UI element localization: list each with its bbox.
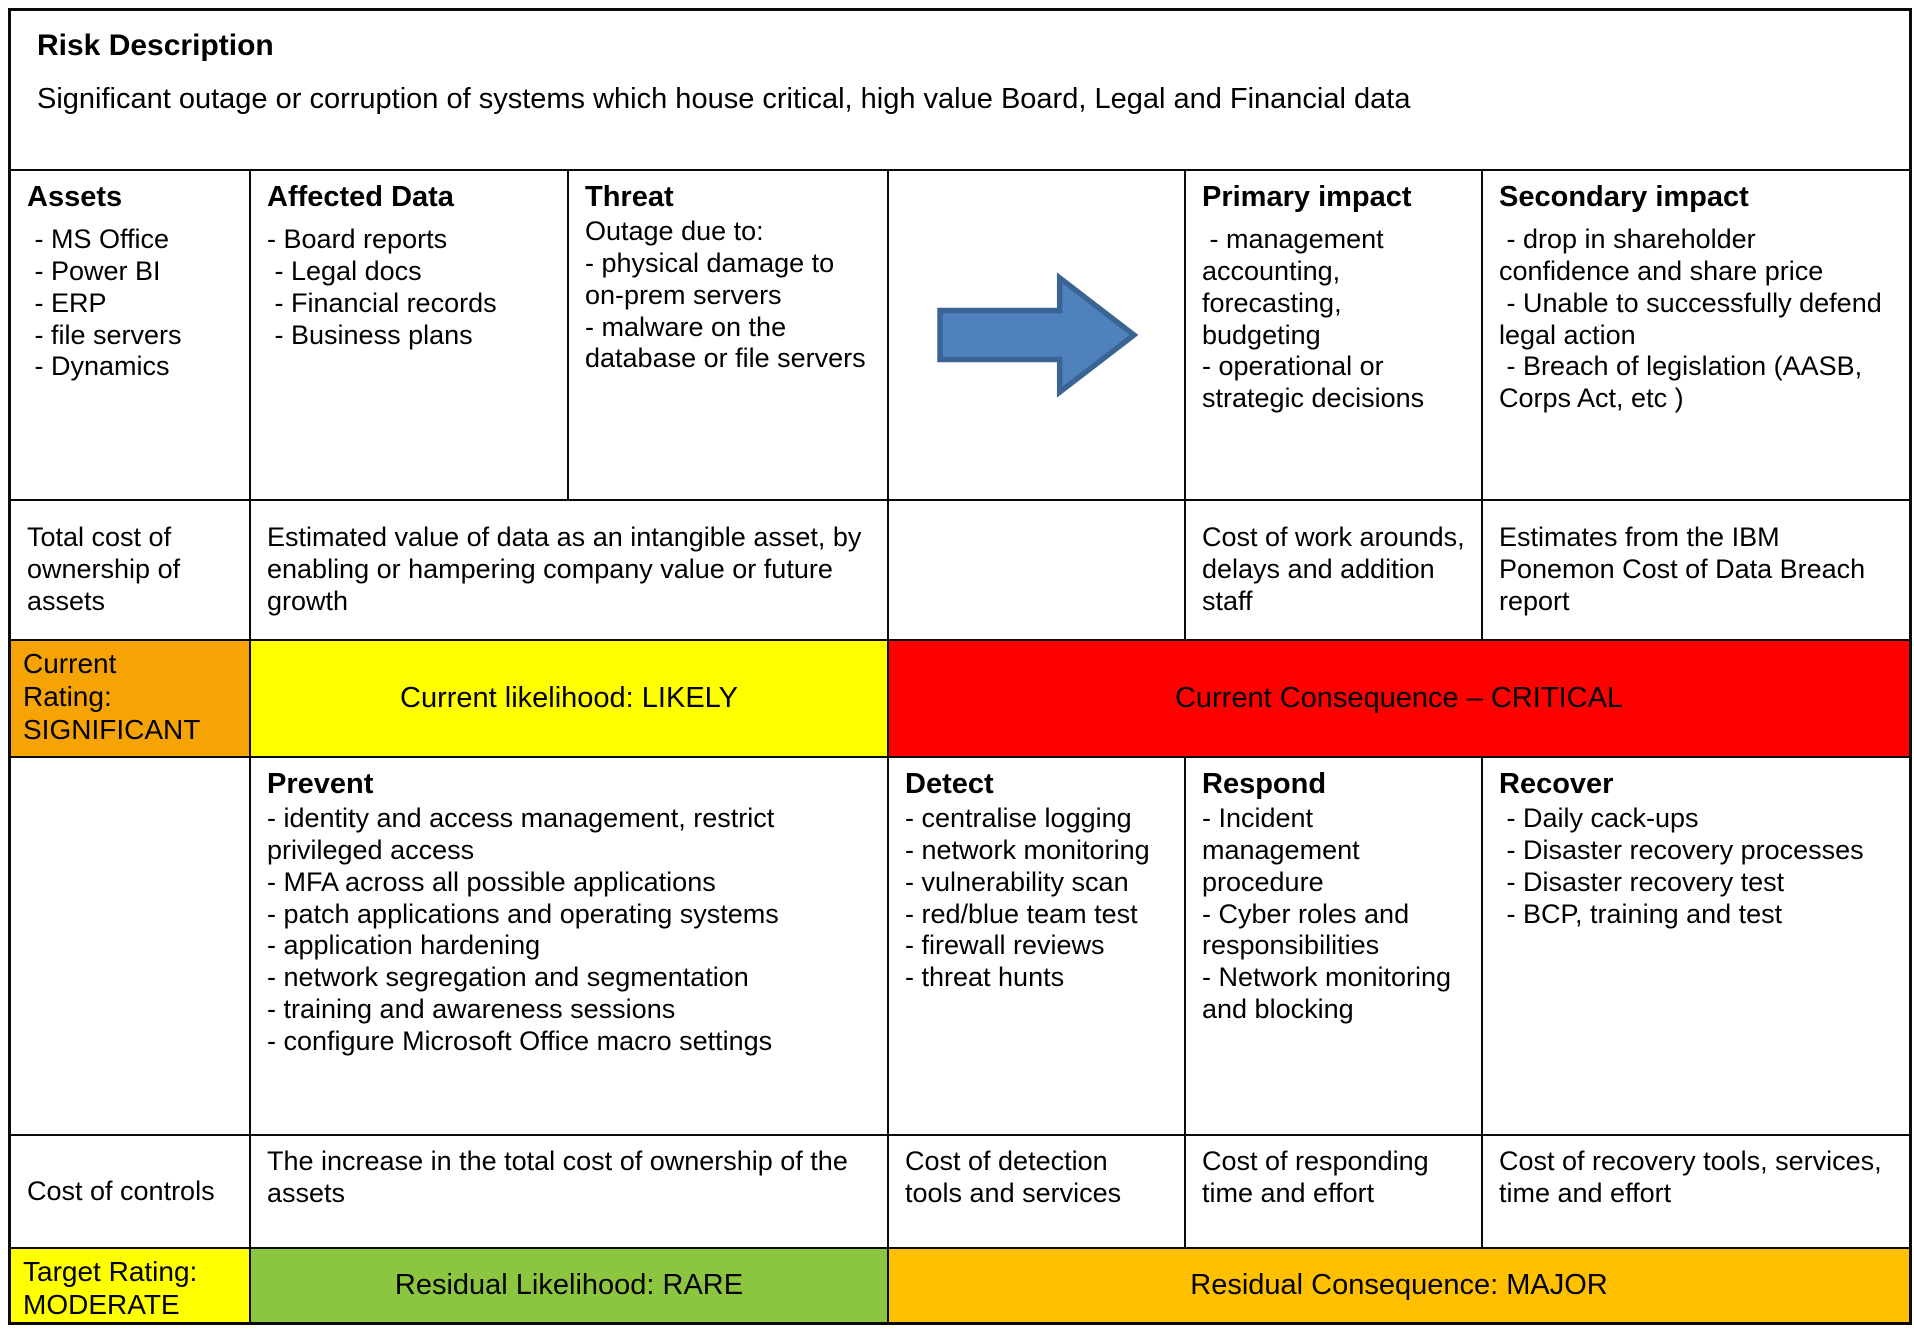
recover-list: - Daily cack-ups - Disaster recovery pro… [1506,803,1864,929]
primary-cost-text: Cost of work arounds, delays and additio… [1202,522,1473,616]
total-cost-label-cell: Total cost of ownership of assets [11,501,251,641]
risk-description-text: Significant outage or corruption of syst… [37,83,1411,115]
secondary-cost-cell: Estimates from the IBM Ponemon Cost of D… [1483,501,1909,641]
risk-description-title: Risk Description [37,29,274,62]
current-consequence-label: Current Consequence – CRITICAL [1174,682,1624,714]
assets-cell: Assets - MS Office - Power BI - ERP - fi… [11,171,251,501]
primary-impact-list: - management accounting, forecasting, bu… [1202,224,1425,414]
affected-data-list: - Board reports - Legal docs - Financial… [267,224,497,350]
affected-data-cell: Affected Data - Board reports - Legal do… [251,171,569,501]
right-arrow-shape [936,272,1138,398]
affected-data-heading: Affected Data [267,181,454,213]
risk-assessment-table: Risk Description Significant outage or c… [8,8,1912,1325]
detect-list: - centralise logging - network monitorin… [905,803,1150,993]
recover-cell: Recover - Daily cack-ups - Disaster reco… [1483,758,1909,1136]
asset-value-cell: Estimated value of data as an intangible… [251,501,889,641]
detect-cost-text: Cost of detection tools and services [905,1146,1122,1208]
cost-of-controls-label: Cost of controls [27,1175,215,1206]
assets-list: - MS Office - Power BI - ERP - file serv… [34,224,182,382]
threat-cell: Threat Outage due to: - physical damage … [569,171,889,501]
threat-heading: Threat [585,181,674,213]
flow-arrow-cell [889,171,1186,501]
prevent-list: - identity and access management, restri… [267,803,779,1057]
residual-consequence-label: Residual Consequence: MAJOR [1190,1269,1608,1301]
prevent-heading: Prevent [267,768,374,800]
current-rating-label: Current Rating: SIGNIFICANT [23,648,201,746]
cost-of-controls-label-cell: Cost of controls [11,1136,251,1249]
prevent-cost-cell: The increase in the total cost of owners… [251,1136,889,1249]
right-arrow-icon [936,272,1138,398]
risk-description-cell: Risk Description Significant outage or c… [11,11,1909,171]
respond-cost-cell: Cost of responding time and effort [1186,1136,1483,1249]
recover-cost-cell: Cost of recovery tools, services, time a… [1483,1136,1909,1249]
prevent-cell: Prevent - identity and access management… [251,758,889,1136]
residual-likelihood-cell: Residual Likelihood: RARE [251,1249,889,1322]
primary-impact-cell: Primary impact - management accounting, … [1186,171,1483,501]
empty-cell-arrow-column [889,501,1186,641]
target-rating-label: Target Rating: MODERATE [23,1256,198,1321]
empty-cell-controls-row [11,758,251,1136]
target-rating-cell: Target Rating: MODERATE [11,1249,251,1322]
current-likelihood-cell: Current likelihood: LIKELY [251,641,889,758]
respond-cost-text: Cost of responding time and effort [1202,1146,1437,1208]
detect-heading: Detect [905,768,994,800]
total-cost-label: Total cost of ownership of assets [27,522,188,616]
recover-heading: Recover [1499,768,1614,800]
recover-cost-text: Cost of recovery tools, services, time a… [1499,1146,1890,1208]
residual-likelihood-label: Residual Likelihood: RARE [394,1269,744,1301]
residual-consequence-cell: Residual Consequence: MAJOR [889,1249,1909,1322]
respond-heading: Respond [1202,768,1327,800]
current-consequence-cell: Current Consequence – CRITICAL [889,641,1909,758]
assets-heading: Assets [27,181,123,213]
prevent-cost-text: The increase in the total cost of owners… [267,1146,856,1208]
current-rating-cell: Current Rating: SIGNIFICANT [11,641,251,758]
detect-cell: Detect - centralise logging - network mo… [889,758,1186,1136]
current-likelihood-label: Current likelihood: LIKELY [400,682,738,714]
detect-cost-cell: Cost of detection tools and services [889,1136,1186,1249]
threat-list: Outage due to: - physical damage to on-p… [585,216,866,374]
asset-value-text: Estimated value of data as an intangible… [267,522,869,616]
respond-cell: Respond - Incident management procedure … [1186,758,1483,1136]
secondary-impact-list: - drop in shareholder confidence and sha… [1499,224,1882,414]
primary-cost-cell: Cost of work arounds, delays and additio… [1186,501,1483,641]
secondary-impact-heading: Secondary impact [1499,181,1749,213]
respond-list: - Incident management procedure - Cyber … [1202,803,1452,1025]
primary-impact-heading: Primary impact [1202,181,1412,213]
secondary-cost-text: Estimates from the IBM Ponemon Cost of D… [1499,522,1873,616]
secondary-impact-cell: Secondary impact - drop in shareholder c… [1483,171,1909,501]
